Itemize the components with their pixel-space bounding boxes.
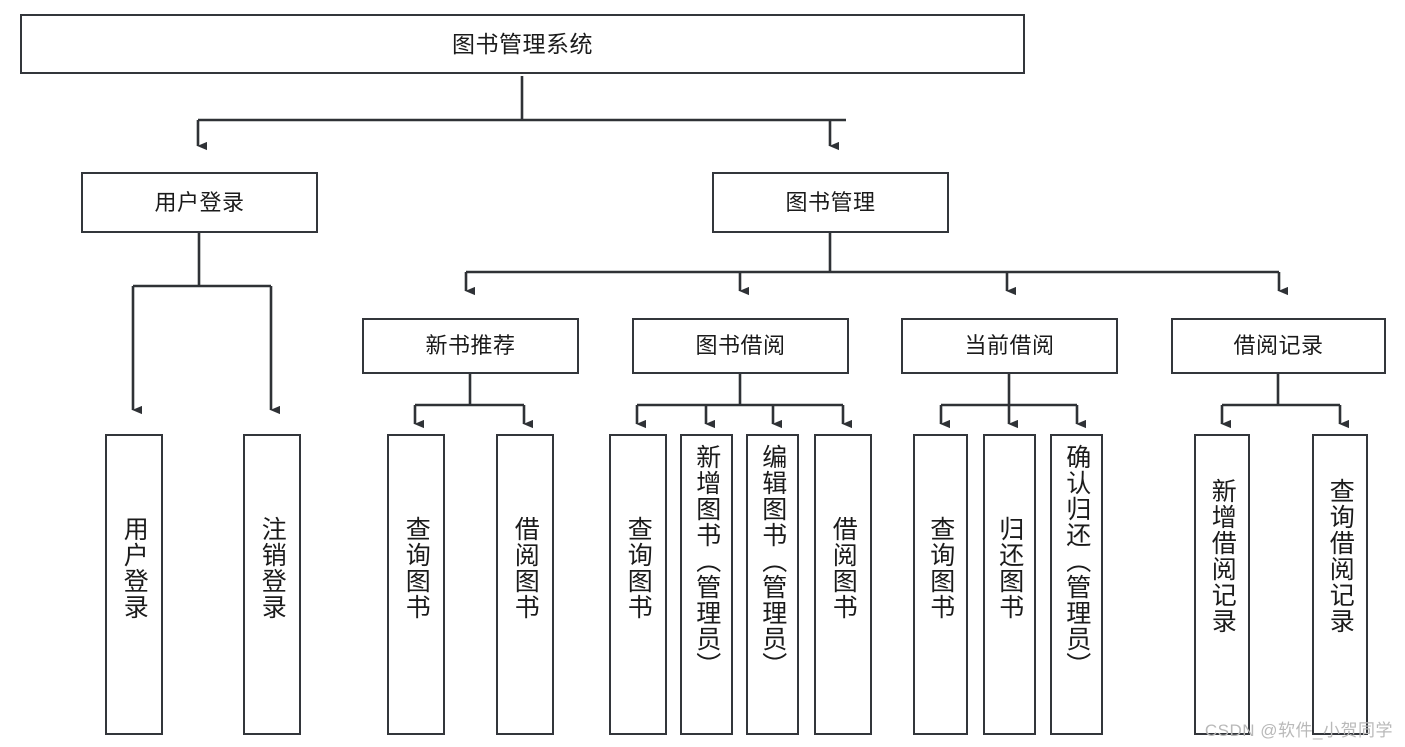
node-user-login[interactable]: 用户登录 bbox=[81, 172, 318, 233]
node-leaf-query-book-2[interactable]: 查询图书 bbox=[609, 434, 667, 735]
node-leaf-borrow-book-2[interactable]: 借阅图书 bbox=[814, 434, 872, 735]
node-leaf-logout-label: 注销登录 bbox=[258, 516, 287, 620]
node-leaf-query-book-3[interactable]: 查询图书 bbox=[913, 434, 968, 735]
node-borrow-record[interactable]: 借阅记录 bbox=[1171, 318, 1386, 374]
node-leaf-borrow-book-2-label: 借阅图书 bbox=[829, 516, 858, 620]
node-book-manage-label: 图书管理 bbox=[785, 189, 876, 215]
node-root-label: 图书管理系统 bbox=[452, 30, 593, 57]
node-leaf-logout[interactable]: 注销登录 bbox=[243, 434, 301, 735]
node-leaf-add-book[interactable]: 新增图书（管理员） bbox=[680, 434, 733, 735]
node-new-book-recommend[interactable]: 新书推荐 bbox=[362, 318, 579, 374]
node-leaf-confirm-return[interactable]: 确认归还（管理员） bbox=[1050, 434, 1103, 735]
node-leaf-query-record-label: 查询借阅记录 bbox=[1326, 478, 1355, 634]
node-book-borrow-label: 图书借阅 bbox=[695, 333, 786, 358]
node-leaf-query-book-2-label: 查询图书 bbox=[624, 516, 653, 620]
node-current-borrow[interactable]: 当前借阅 bbox=[901, 318, 1118, 374]
node-root[interactable]: 图书管理系统 bbox=[20, 14, 1025, 74]
node-borrow-record-label: 借阅记录 bbox=[1233, 333, 1324, 358]
node-new-book-recommend-label: 新书推荐 bbox=[425, 333, 516, 358]
node-book-borrow[interactable]: 图书借阅 bbox=[632, 318, 849, 374]
node-book-manage[interactable]: 图书管理 bbox=[712, 172, 949, 233]
node-leaf-query-book-1[interactable]: 查询图书 bbox=[387, 434, 445, 735]
node-leaf-user-login-label: 用户登录 bbox=[120, 516, 149, 620]
node-leaf-add-book-label: 新增图书（管理员） bbox=[692, 444, 721, 678]
node-user-login-label: 用户登录 bbox=[154, 189, 245, 215]
node-leaf-edit-book[interactable]: 编辑图书（管理员） bbox=[746, 434, 799, 735]
node-leaf-add-record-label: 新增借阅记录 bbox=[1208, 478, 1237, 634]
node-leaf-edit-book-label: 编辑图书（管理员） bbox=[758, 444, 787, 678]
node-leaf-query-book-1-label: 查询图书 bbox=[402, 516, 431, 620]
node-leaf-add-record[interactable]: 新增借阅记录 bbox=[1194, 434, 1250, 735]
node-leaf-return-book[interactable]: 归还图书 bbox=[983, 434, 1036, 735]
node-current-borrow-label: 当前借阅 bbox=[964, 333, 1055, 358]
node-leaf-user-login[interactable]: 用户登录 bbox=[105, 434, 163, 735]
node-leaf-query-book-3-label: 查询图书 bbox=[926, 516, 955, 620]
node-leaf-borrow-book-1[interactable]: 借阅图书 bbox=[496, 434, 554, 735]
node-leaf-query-record[interactable]: 查询借阅记录 bbox=[1312, 434, 1368, 735]
node-leaf-return-book-label: 归还图书 bbox=[995, 516, 1024, 620]
node-leaf-confirm-return-label: 确认归还（管理员） bbox=[1062, 444, 1091, 678]
csdn-watermark: CSDN @软件_小贺同学 bbox=[1204, 721, 1393, 740]
node-leaf-borrow-book-1-label: 借阅图书 bbox=[511, 516, 540, 620]
